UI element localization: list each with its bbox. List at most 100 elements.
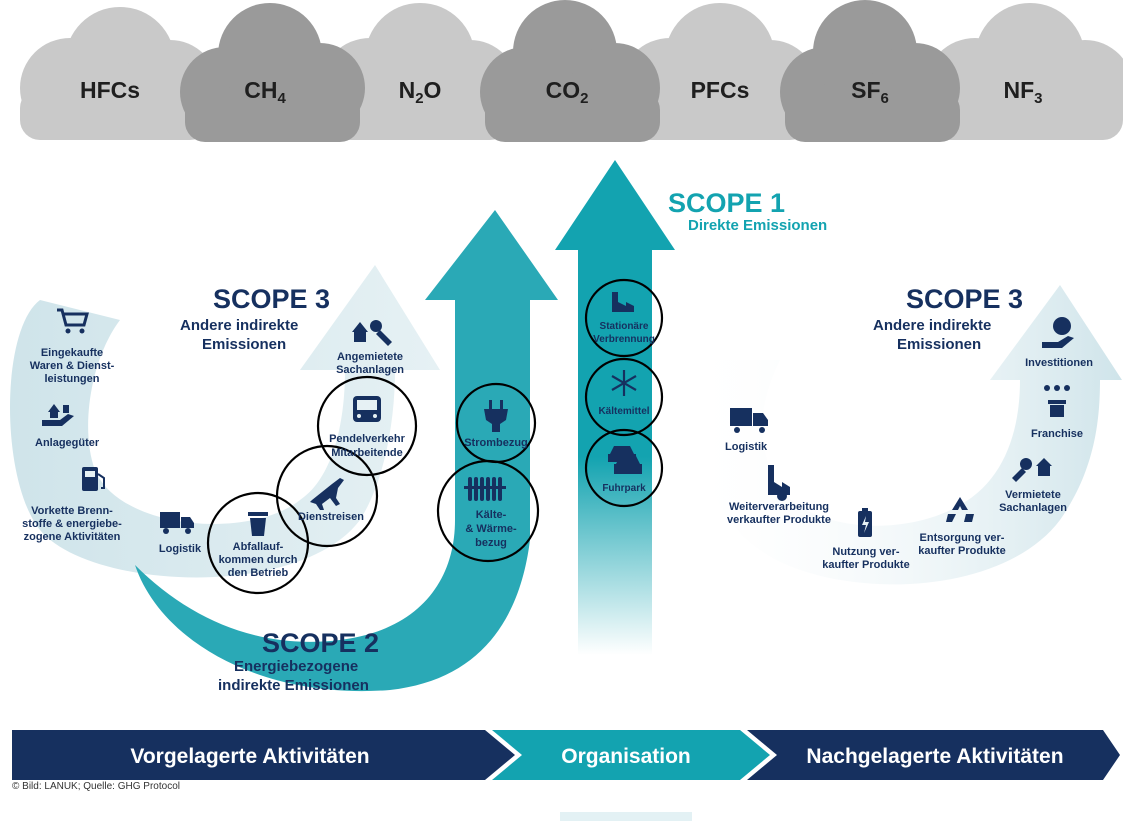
item-strombezug[interactable]: Strombezug — [455, 382, 537, 464]
factory-gear-icon — [768, 465, 790, 501]
svg-text:Waren & Dienst-: Waren & Dienst- — [30, 360, 115, 372]
bottom-fragment — [560, 812, 692, 821]
svg-text:Sachanlagen: Sachanlagen — [999, 502, 1067, 514]
svg-text:kommen durch: kommen durch — [219, 554, 298, 566]
cloud-co2 — [480, 0, 660, 142]
bar-label-upstream: Vorgelagerte Aktivitäten — [130, 745, 369, 768]
cars-icon — [608, 446, 642, 474]
item-fuhrpark[interactable]: Fuhrpark — [584, 428, 664, 508]
item-franchise: Franchise — [1031, 385, 1083, 440]
svg-text:& Wärme-: & Wärme- — [465, 523, 517, 535]
svg-text:Andere indirekte: Andere indirekte — [873, 317, 991, 334]
svg-text:Kältemittel: Kältemittel — [598, 406, 649, 417]
truck-icon — [730, 408, 768, 433]
franchise-store-icon — [1044, 385, 1070, 417]
svg-text:Dienstreisen: Dienstreisen — [298, 511, 364, 523]
svg-text:Angemietete: Angemietete — [337, 351, 403, 363]
item-angemietete: Angemietete Sachanlagen — [336, 320, 404, 376]
hand-house-icon — [42, 404, 74, 426]
item-weiterverarbeitung: Weiterverarbeitung verkaufter Produkte — [727, 465, 831, 526]
item-logistik-right: Logistik — [725, 408, 768, 453]
svg-text:Vermietete: Vermietete — [1005, 489, 1061, 501]
item-kalte-warme[interactable]: Kälte- & Wärme- bezug — [436, 459, 540, 563]
scope2-heading: SCOPE 2 Energiebezogene indirekte Emissi… — [218, 628, 379, 694]
svg-text:Kälte-: Kälte- — [476, 509, 507, 521]
cloud-n2o — [320, 3, 518, 140]
scope1-arrow — [555, 160, 675, 655]
svg-text:Energiebezogene: Energiebezogene — [234, 658, 358, 675]
scope1-heading: SCOPE 1 Direkte Emissionen — [668, 188, 827, 234]
svg-text:Pendelverkehr: Pendelverkehr — [329, 433, 406, 445]
highlight-circle — [584, 357, 664, 437]
svg-text:SCOPE 3: SCOPE 3 — [906, 284, 1023, 314]
cloud-label-pfcs: PFCs — [691, 77, 750, 103]
svg-text:Anlagegüter: Anlagegüter — [35, 437, 100, 449]
plug-icon — [484, 400, 508, 432]
svg-text:Abfallauf-: Abfallauf- — [233, 541, 284, 553]
svg-text:SCOPE 2: SCOPE 2 — [262, 628, 379, 658]
scope3-left-heading: SCOPE 3 Andere indirekte Emissionen — [180, 284, 330, 353]
svg-text:SCOPE 1: SCOPE 1 — [668, 188, 785, 218]
image-credit: © Bild: LANUK; Quelle: GHG Protocol — [12, 781, 180, 792]
svg-text:Entsorgung ver-: Entsorgung ver- — [920, 532, 1005, 544]
svg-text:Logistik: Logistik — [725, 441, 768, 453]
cloud-label-sf6: SF6 — [851, 77, 889, 107]
svg-text:SCOPE 3: SCOPE 3 — [213, 284, 330, 314]
snowflake-icon — [611, 370, 637, 396]
svg-text:stoffe & energiebe-: stoffe & energiebe- — [22, 518, 122, 530]
cloud-label-nf3: NF3 — [1003, 77, 1042, 107]
svg-text:Strombezug: Strombezug — [464, 437, 528, 449]
factory-icon — [612, 292, 634, 312]
item-pendelverkehr[interactable]: Pendelverkehr Mitarbeitende — [316, 375, 418, 477]
value-chain-bar: Vorgelagerte Aktivitäten Organisation Na… — [12, 730, 1120, 780]
shopping-cart-icon — [57, 308, 89, 334]
item-stationare[interactable]: Stationäre Verbrennung — [584, 278, 664, 358]
highlight-circle — [436, 459, 540, 563]
bar-label-organisation: Organisation — [561, 745, 691, 768]
svg-text:Weiterverarbeitung: Weiterverarbeitung — [729, 501, 829, 513]
svg-text:bezug: bezug — [475, 537, 507, 549]
item-vorkette: Vorkette Brenn- stoffe & energiebe- zoge… — [22, 467, 122, 543]
svg-text:Verbrennung: Verbrennung — [593, 334, 655, 345]
item-nutzung: Nutzung ver- kaufter Produkte — [822, 508, 910, 571]
cloud-nf3 — [925, 3, 1123, 140]
cloud-label-hfcs: HFCs — [80, 77, 140, 103]
svg-text:Stationäre: Stationäre — [600, 321, 649, 332]
svg-text:kaufter Produkte: kaufter Produkte — [918, 545, 1005, 557]
bar-upstream — [12, 730, 515, 780]
bar-downstream — [747, 730, 1120, 780]
scope3-right-heading: SCOPE 3 Andere indirekte Emissionen — [873, 284, 1023, 353]
svg-text:indirekte Emissionen: indirekte Emissionen — [218, 677, 369, 694]
svg-text:Investitionen: Investitionen — [1025, 357, 1093, 369]
item-logistik-left: Logistik — [159, 512, 202, 555]
airplane-icon — [310, 478, 344, 510]
svg-text:zogene Aktivitäten: zogene Aktivitäten — [24, 531, 121, 543]
bar-organisation — [492, 730, 770, 780]
truck-icon — [160, 512, 194, 534]
item-kaltemittel[interactable]: Kältemittel — [584, 357, 664, 437]
cloud-sf6 — [780, 0, 960, 142]
bus-icon — [353, 396, 381, 422]
scope2-arrow — [135, 210, 558, 692]
svg-text:Fuhrpark: Fuhrpark — [602, 483, 646, 494]
svg-text:Andere indirekte: Andere indirekte — [180, 317, 298, 334]
scope3-right-arrow — [696, 285, 1122, 585]
cloud-label-n2o: N2O — [399, 77, 442, 107]
cloud-row: HFCs CH4 N2O CO2 PFCs SF6 NF3 — [20, 0, 1123, 142]
item-investitionen: Investitionen — [1025, 317, 1093, 369]
svg-text:kaufter Produkte: kaufter Produkte — [822, 559, 909, 571]
svg-text:leistungen: leistungen — [44, 373, 99, 385]
svg-text:Direkte Emissionen: Direkte Emissionen — [688, 217, 827, 234]
key-house-icon — [1012, 458, 1052, 482]
cloud-label-ch4: CH4 — [244, 77, 286, 107]
item-dienstreisen[interactable]: Dienstreisen — [275, 444, 379, 548]
highlight-circle — [316, 375, 418, 477]
fuel-pump-icon — [82, 467, 105, 491]
item-vermietete: Vermietete Sachanlagen — [999, 458, 1067, 514]
trash-can-icon — [248, 512, 268, 536]
svg-text:verkaufter Produkte: verkaufter Produkte — [727, 514, 831, 526]
item-eingekaufte: Eingekaufte Waren & Dienst- leistungen — [30, 308, 115, 385]
svg-text:den Betrieb: den Betrieb — [228, 567, 289, 579]
svg-text:Emissionen: Emissionen — [202, 336, 286, 353]
